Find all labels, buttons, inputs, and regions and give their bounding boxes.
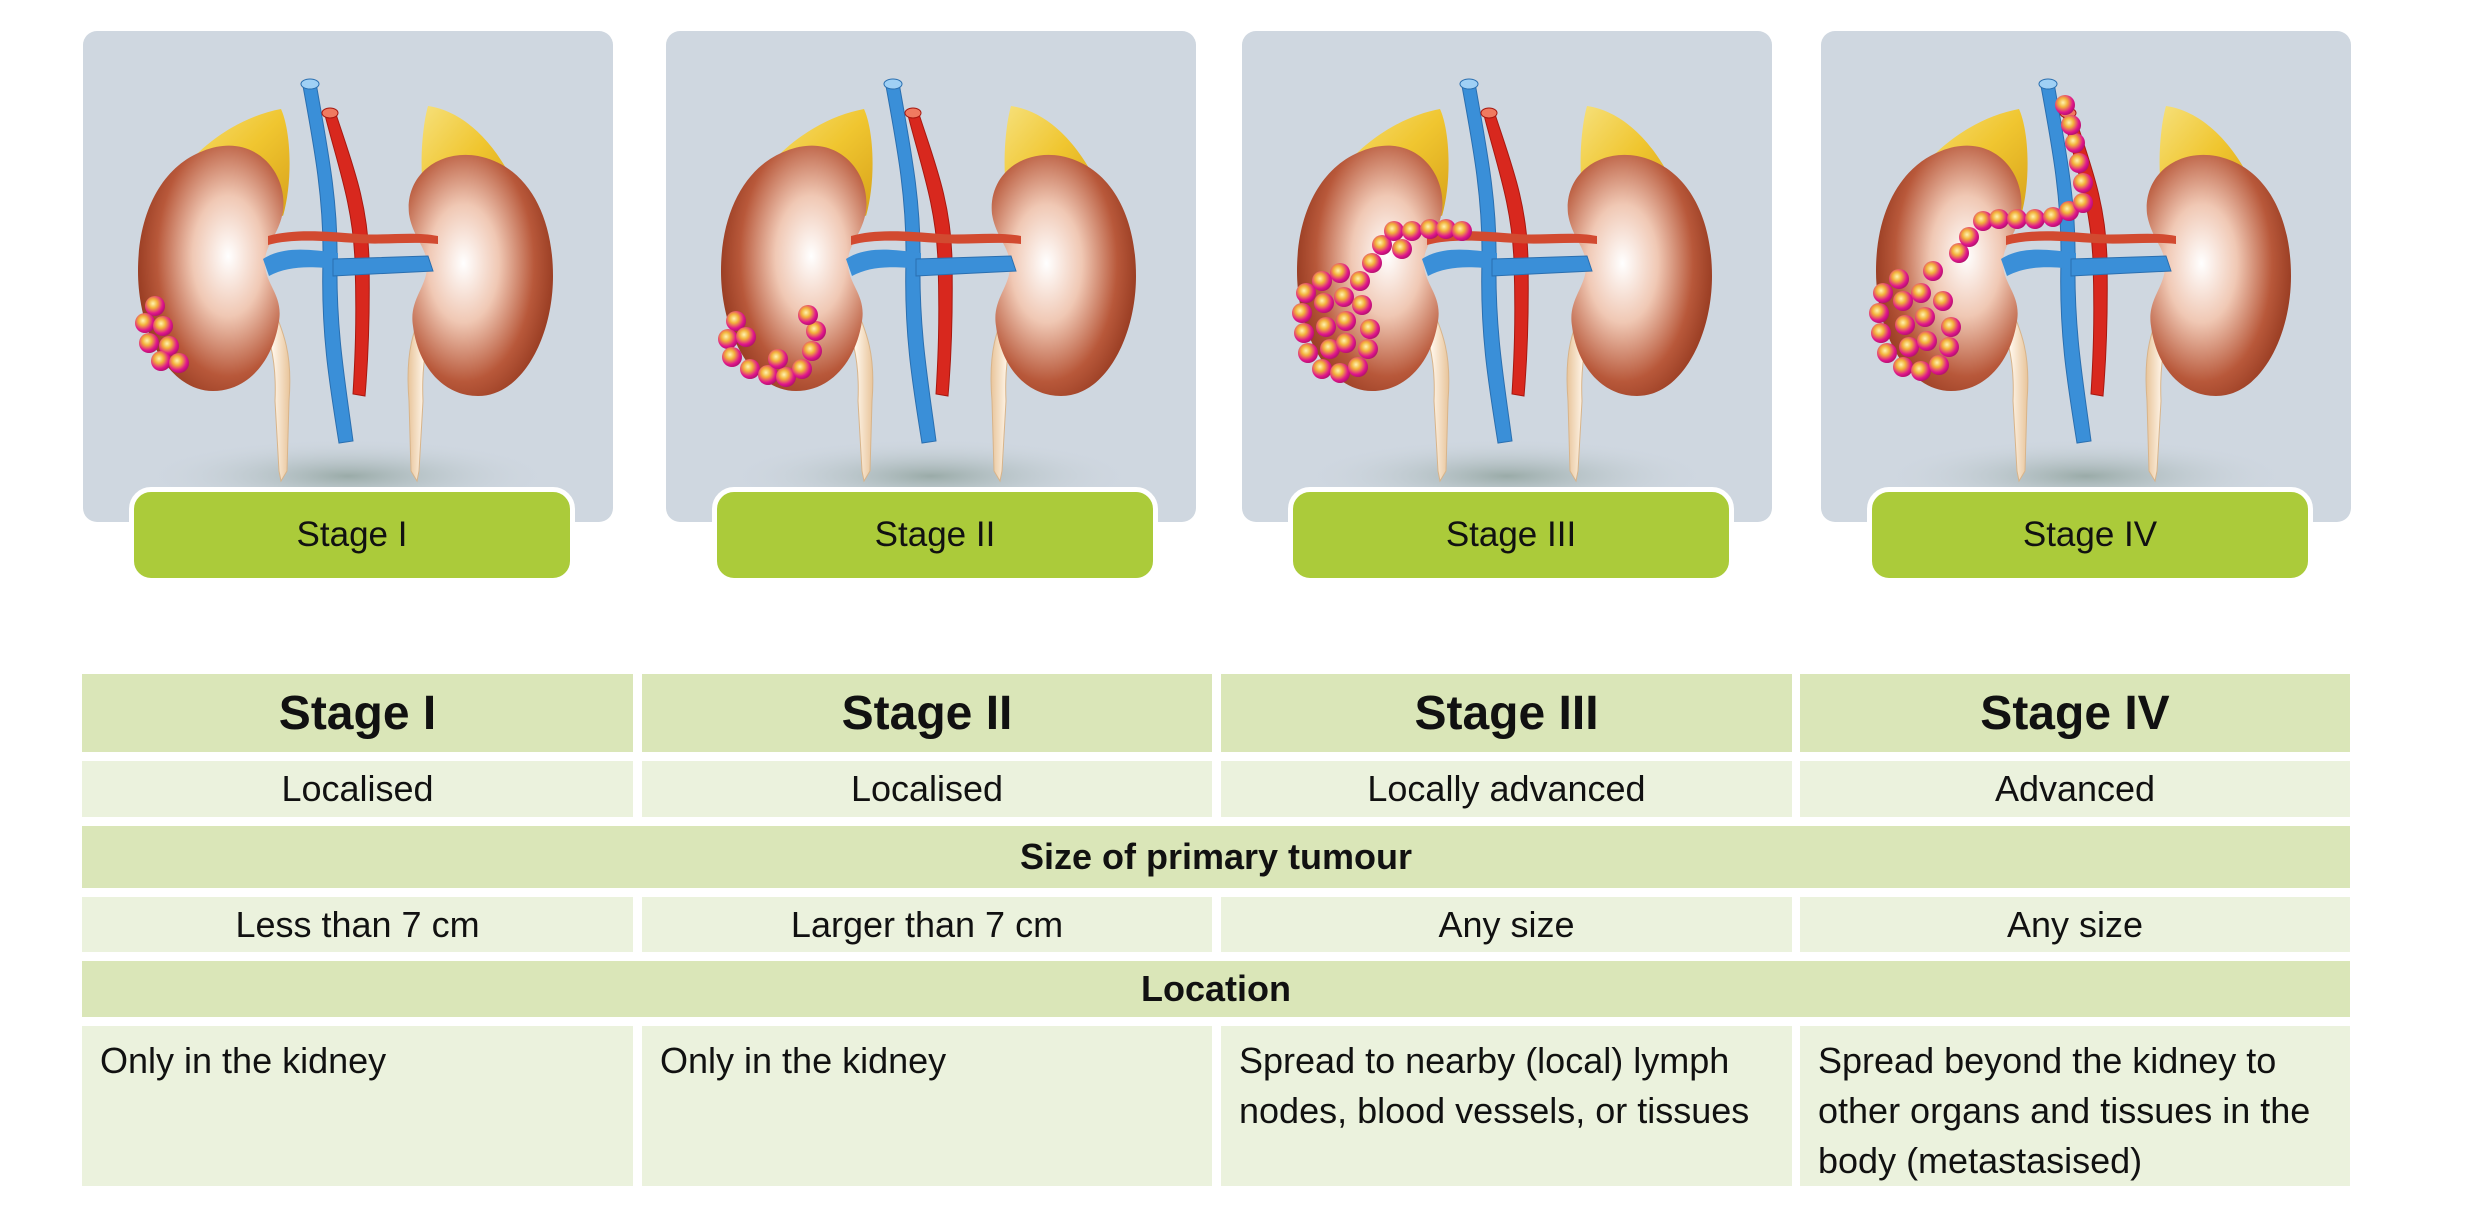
location-stage-1: Only in the kidney (82, 1026, 633, 1186)
size-stage-4: Any size (1800, 897, 2350, 952)
header-stage-2: Stage II (642, 674, 1212, 752)
size-stage-1: Less than 7 cm (82, 897, 633, 952)
section-size-of-primary-tumour: Size of primary tumour (82, 826, 2350, 888)
location-stage-2: Only in the kidney (642, 1026, 1212, 1186)
stage-3-badge: Stage III (1288, 487, 1734, 583)
category-stage-1: Localised (82, 761, 633, 817)
tumour-cluster-icon (1869, 95, 2093, 381)
stage-1-badge: Stage I (129, 487, 575, 583)
stage-4-badge: Stage IV (1867, 487, 2313, 583)
kidney-stage-2-illustration (718, 78, 1137, 515)
stage-3-illustration-card: Stage III (1242, 31, 1772, 583)
location-stage-3: Spread to nearby (local) lymph nodes, bl… (1221, 1026, 1792, 1186)
tumour-cluster-icon (718, 305, 826, 387)
stage-2-badge: Stage II (712, 487, 1158, 583)
category-stage-4: Advanced (1800, 761, 2350, 817)
section-location: Location (82, 961, 2350, 1017)
stage-1-illustration-card: Stage I (83, 31, 613, 583)
tumour-cluster-icon (1292, 219, 1472, 383)
size-stage-3: Any size (1221, 897, 1792, 952)
category-stage-3: Locally advanced (1221, 761, 1792, 817)
stage-2-illustration-card: Stage II (666, 31, 1196, 583)
location-stage-4: Spread beyond the kidney to other organs… (1800, 1026, 2350, 1186)
kidney-stage-3-illustration (1292, 78, 1713, 515)
header-stage-4: Stage IV (1800, 674, 2350, 752)
category-stage-2: Localised (642, 761, 1212, 817)
kidney-stage-1-illustration (135, 78, 554, 515)
header-stage-1: Stage I (82, 674, 633, 752)
header-stage-3: Stage III (1221, 674, 1792, 752)
size-stage-2: Larger than 7 cm (642, 897, 1212, 952)
stage-4-illustration-card: Stage IV (1821, 31, 2351, 583)
tumour-cluster-icon (135, 296, 189, 373)
kidney-stage-4-illustration (1869, 78, 2292, 515)
